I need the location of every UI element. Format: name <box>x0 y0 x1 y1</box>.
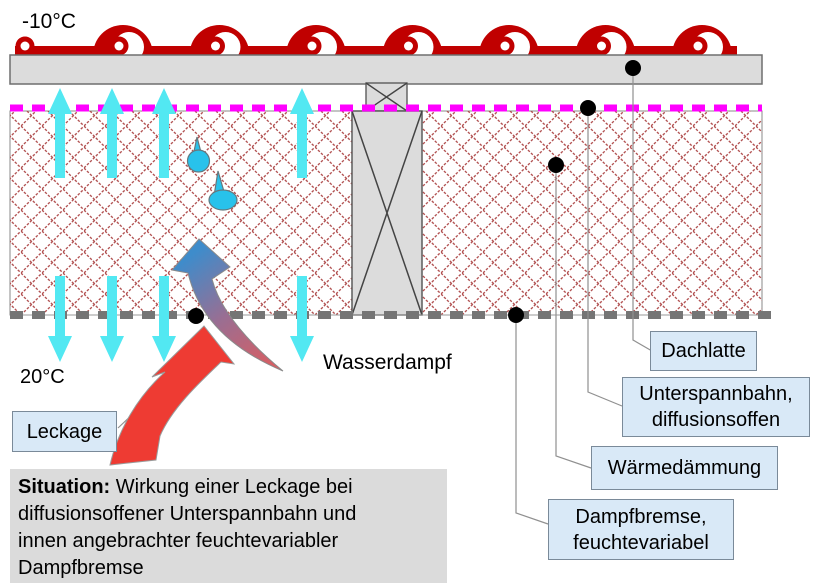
waermedaemmung-label: Wärmedämmung <box>607 457 762 479</box>
vapour-down-arrow <box>152 276 176 362</box>
vapour-down-arrow <box>48 276 72 362</box>
callout-dots <box>188 60 641 324</box>
leader-line-waermedaemmung <box>555 165 592 469</box>
leckage-label-box: Leckage <box>12 411 117 452</box>
waermedaemmung-label-box: Wärmedämmung <box>591 446 778 490</box>
vapour-up-arrows <box>48 88 314 178</box>
roof-tiles <box>15 25 737 62</box>
vapour-up-arrow <box>290 88 314 178</box>
condensation-droplets <box>186 136 238 211</box>
vapour-up-arrow <box>152 88 176 178</box>
warm-air-gradient-arrow <box>171 238 284 372</box>
situation-line3: innen angebrachter feuchtevariabler <box>18 530 339 552</box>
unterspannbahn-label-line2: diffusionsoffen <box>651 409 781 431</box>
unterspannbahn-label-box: Unterspannbahn, diffusionsoffen <box>622 377 810 437</box>
vapour-up-arrow <box>48 88 72 178</box>
rafter <box>351 110 423 316</box>
leader-line-unterspannbahn <box>587 108 623 407</box>
droplet <box>186 136 211 173</box>
situation-caption-box: Situation: Wirkung einer Leckage bei dif… <box>10 469 447 583</box>
roof-batten-board <box>9 54 763 85</box>
dampfbremse-label-line2: feuchtevariabel <box>573 531 709 554</box>
dampfbremse-label-box: Dampfbremse, feuchtevariabel <box>548 499 734 560</box>
outside-temperature-label: -10°C <box>22 10 76 33</box>
situation-line1: Wirkung einer Leckage bei <box>110 476 353 498</box>
vapour-down-arrow <box>100 276 124 362</box>
situation-line4: Dampfbremse <box>18 557 144 579</box>
dachlatte-label-box: Dachlatte <box>650 331 757 371</box>
leckage-label: Leckage <box>26 420 103 443</box>
situation-line2: diffusionsoffener Unterspannbahn und <box>18 503 357 525</box>
callout-dot-dachlatte <box>625 60 641 76</box>
leakage-arrow <box>109 325 236 466</box>
wasserdampf-label: Wasserdampf <box>323 351 452 374</box>
callout-leader-lines <box>515 68 653 525</box>
dachlatte-label: Dachlatte <box>661 340 746 362</box>
vapour-up-arrow <box>100 88 124 178</box>
callout-dot-unterspannbahn <box>580 100 596 116</box>
callout-dot-waermedaemmung <box>548 157 564 173</box>
droplet <box>208 170 238 211</box>
callout-dot-leckage <box>188 308 204 324</box>
callout-dot-dampfbremse <box>508 307 524 323</box>
leader-line-dachlatte <box>632 68 653 352</box>
leader-line-dampfbremse <box>515 315 549 525</box>
situation-prefix: Situation: <box>18 476 111 498</box>
inside-temperature-label: 20°C <box>20 366 65 388</box>
vapour-down-arrow <box>290 276 314 362</box>
dampfbremse-label-line1: Dampfbremse, <box>575 505 707 528</box>
vapour-down-arrows <box>48 276 314 362</box>
unterspannbahn-label-line1: Unterspannbahn, <box>639 383 793 405</box>
